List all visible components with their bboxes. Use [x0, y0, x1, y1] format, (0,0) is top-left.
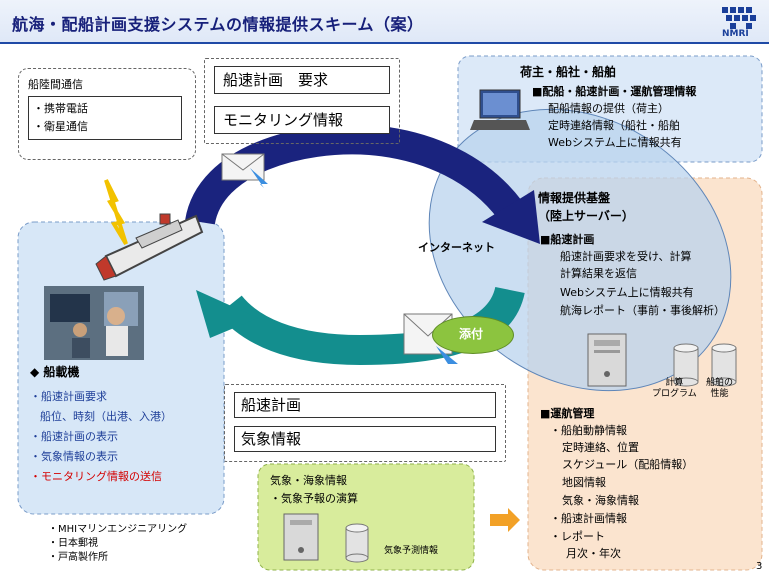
envelope-icon	[221, 153, 268, 188]
server-item: Webシステム上に情報共有	[560, 286, 694, 299]
title-bar	[0, 0, 769, 44]
database-icon	[711, 343, 737, 387]
server-item: 定時連絡、位置	[562, 441, 639, 454]
ship-heading: ◆ 船載機	[30, 365, 80, 379]
comm-heading: 船陸間通信	[28, 78, 83, 91]
partner-item: ・MHIマリンエンジニアリング	[48, 524, 188, 535]
result-item: 気象情報	[234, 426, 496, 452]
ship-icon	[95, 179, 204, 281]
logo-text: NMRI	[722, 29, 749, 39]
server-item: 月次・年次	[566, 547, 621, 560]
partner-item: ・戸高製作所	[48, 552, 108, 563]
shipper-item: Webシステム上に情報共有	[548, 136, 682, 149]
shipper-item: 配船情報の提供（荷主）	[548, 102, 669, 115]
server-section-title: ■運航管理	[540, 407, 595, 420]
weather-db-label: 気象予測情報	[384, 546, 439, 556]
server-icon	[587, 333, 627, 387]
nmri-logo-icon	[722, 7, 756, 29]
server-item: スケジュール（配船情報）	[562, 458, 694, 471]
comm-box	[18, 68, 196, 160]
server-item: ・船速計画情報	[550, 512, 627, 525]
partner-item: ・日本郵視	[48, 538, 98, 549]
request-item: 船速計画 要求	[214, 66, 390, 94]
shipper-heading: 荷主・船社・船舶	[520, 65, 617, 79]
database-icon	[345, 523, 369, 563]
shipper-item: 定時連絡情報（船社・船舶	[548, 119, 680, 132]
ship-item: ・気象情報の表示	[30, 450, 118, 463]
page-title: 航海・配船計画支援システムの情報提供スキーム（案）	[12, 15, 424, 34]
weather-item: ・気象予報の演算	[270, 492, 358, 505]
database-icon	[673, 343, 699, 387]
crew-photo	[44, 286, 144, 360]
page-number: 3	[756, 561, 763, 572]
comm-item: ・携帯電話	[33, 102, 88, 115]
server-icon	[283, 513, 319, 561]
db-label: 計算 プログラム	[652, 378, 697, 399]
comm-item: ・衛星通信	[33, 120, 88, 133]
server-item: 計算結果を返信	[560, 267, 637, 280]
server-section-title: ■船速計画	[540, 233, 595, 246]
server-item: ・レポート	[550, 530, 605, 543]
attach-label: 添付	[459, 327, 484, 341]
db-label: 船舶の 性能	[706, 378, 734, 399]
request-box	[204, 58, 400, 144]
attach-badge	[432, 316, 514, 354]
server-heading: 情報提供基盤	[538, 191, 611, 205]
server-item: 気象・海象情報	[562, 494, 639, 507]
ship-item: 船位、時刻（出港、入港）	[40, 410, 172, 423]
server-item: 航海レポート（事前・事後解析）	[560, 304, 725, 317]
weather-item: 気象・海象情報	[270, 474, 347, 487]
server-item: 地図情報	[562, 476, 606, 489]
server-item: 船速計画要求を受け、計算	[560, 250, 692, 263]
ship-item-highlight: ・モニタリング情報の送信	[30, 470, 162, 483]
server-group	[587, 333, 737, 387]
ship-item: ・船速計画の表示	[30, 430, 118, 443]
shipper-subheading: ■配船・船速計画・運航管理情報	[532, 85, 697, 98]
laptop-icon	[470, 89, 530, 130]
internet-label: インターネット	[418, 241, 495, 254]
weather-server-group	[283, 513, 369, 563]
ship-item: ・船速計画要求	[30, 390, 107, 403]
server-subheading: （陸上サーバー）	[538, 209, 634, 223]
comm-list: ・携帯電話 ・衛星通信	[28, 96, 182, 140]
server-item: ・船舶動静情報	[550, 424, 627, 437]
result-item: 船速計画	[234, 392, 496, 418]
result-box	[224, 384, 506, 462]
request-item: モニタリング情報	[214, 106, 390, 134]
